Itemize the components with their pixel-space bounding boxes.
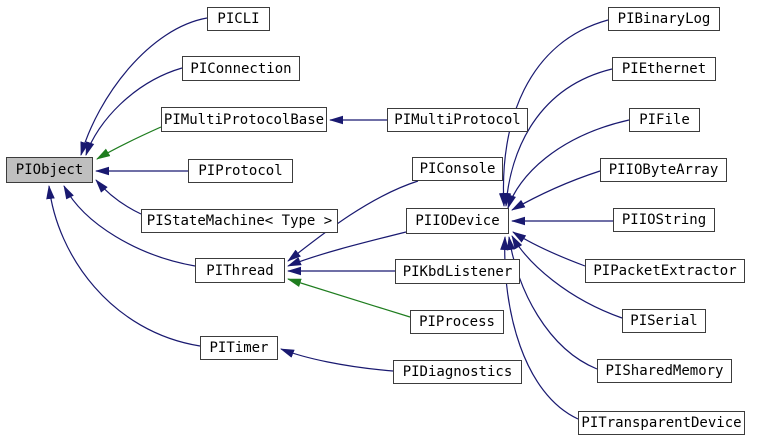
node-PIIOByteArray[interactable]: PIIOByteArray xyxy=(600,158,727,182)
node-PIMultiProtocolBase[interactable]: PIMultiProtocolBase xyxy=(161,107,327,132)
node-PIStateMachine[interactable]: PIStateMachine< Type > xyxy=(141,209,338,233)
edge-PIPacketExtractor-PIIODevice xyxy=(512,231,586,267)
edge-PIEthernet-PIIODevice xyxy=(502,68,613,207)
edge-PITimer-PIObject xyxy=(46,185,201,347)
edge-PIConnection-PIObject xyxy=(85,67,183,156)
node-PITransparentDevice[interactable]: PITransparentDevice xyxy=(578,411,745,435)
node-PIConnection[interactable]: PIConnection xyxy=(182,56,300,81)
node-PIDiagnostics[interactable]: PIDiagnostics xyxy=(393,360,522,384)
node-PIBinaryLog[interactable]: PIBinaryLog xyxy=(608,7,720,31)
edge-PIFile-PIIODevice xyxy=(507,119,630,209)
edge-PIStateMachine-PIObject xyxy=(95,179,142,215)
node-PIKbdListener[interactable]: PIKbdListener xyxy=(395,259,520,284)
node-PIProcess[interactable]: PIProcess xyxy=(410,310,504,334)
edge-PIIODevice-PIThread xyxy=(287,231,407,267)
node-PIThread[interactable]: PIThread xyxy=(195,258,285,283)
node-PITimer[interactable]: PITimer xyxy=(200,336,278,360)
edge-PISharedMemory-PIIODevice xyxy=(506,236,598,370)
node-PIConsole[interactable]: PIConsole xyxy=(412,157,503,181)
edge-PIIOByteArray-PIIODevice xyxy=(511,170,601,211)
edge-PICLI-PIObject xyxy=(80,17,208,156)
node-PIMultiProtocol[interactable]: PIMultiProtocol xyxy=(387,108,528,132)
node-PIProtocol[interactable]: PIProtocol xyxy=(188,159,293,183)
node-PICLI[interactable]: PICLI xyxy=(207,7,270,31)
edge-PIDiagnostics-PITimer xyxy=(280,348,394,372)
node-PISerial[interactable]: PISerial xyxy=(622,309,706,333)
node-PIObject[interactable]: PIObject xyxy=(6,157,93,183)
edge-PIThread-PIObject xyxy=(63,185,196,267)
edge-PISerial-PIIODevice xyxy=(511,235,623,319)
node-PISharedMemory[interactable]: PISharedMemory xyxy=(597,359,732,383)
node-PIIODevice[interactable]: PIIODevice xyxy=(406,208,509,234)
edge-PIBinaryLog-PIIODevice xyxy=(498,19,609,207)
node-PIFile[interactable]: PIFile xyxy=(629,108,700,132)
node-PIPacketExtractor[interactable]: PIPacketExtractor xyxy=(585,259,745,283)
edge-PIConsole-PIThread xyxy=(287,180,419,262)
node-PIIOString[interactable]: PIIOString xyxy=(613,208,715,232)
node-PIEthernet[interactable]: PIEthernet xyxy=(612,57,716,81)
edge-PIMultiProtocolBase-PIObject xyxy=(96,126,162,160)
edge-PIProcess-PIThread xyxy=(287,278,411,318)
